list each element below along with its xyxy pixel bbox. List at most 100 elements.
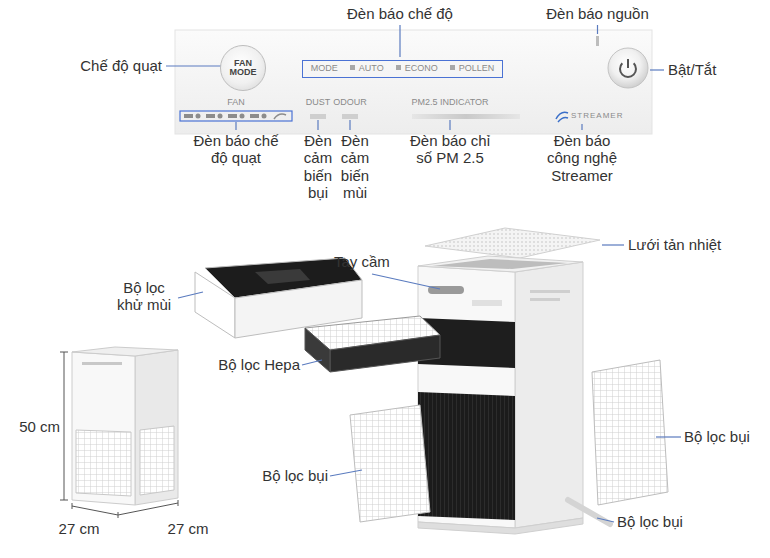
callout-label: Đèn báo chế độ: [335, 5, 465, 22]
leader-line: [597, 25, 598, 34]
purifier-body: [472, 300, 502, 306]
odour-led: [342, 114, 358, 119]
hepa-filter: [305, 328, 330, 372]
callout-label: Bộ lọc bụi: [617, 513, 699, 530]
streamer-logo: [556, 112, 568, 122]
leader-line: [178, 245, 681, 522]
callout-label: Đèn báo chế độ quạt: [189, 132, 283, 167]
control-panel: [175, 30, 652, 134]
purifier-small: [82, 362, 122, 365]
purifier-body: [418, 266, 515, 528]
dust-filter-left: [350, 405, 430, 522]
power-button: [608, 48, 648, 88]
callout-label: Bộ lọc khử mùi: [112, 279, 176, 314]
leader-line: [166, 65, 221, 66]
dust-led: [310, 114, 326, 119]
dust-filter-strip: [568, 500, 610, 524]
panel-print: DUST: [302, 97, 334, 107]
fan-indicator-row: [180, 111, 292, 121]
purifier-small: [76, 430, 131, 496]
mode-label: MODE: [311, 64, 338, 74]
hepa-filter: [305, 316, 440, 372]
fan-indicator-row: [206, 114, 215, 118]
leader-line: [399, 25, 400, 57]
purifier-small: [140, 426, 174, 495]
panel-print: PM2.5 INDICATOR: [400, 97, 500, 107]
purifier-body: [418, 518, 583, 534]
callout-label: Bộ lọc bụi: [246, 467, 328, 484]
leader-line: [650, 69, 664, 70]
leader-line: [302, 360, 322, 365]
mode-label: AUTO: [350, 64, 384, 74]
leader-line: [602, 244, 624, 245]
callout-label: Chế độ quạt: [30, 57, 162, 74]
leader-line: [372, 274, 440, 289]
callout-label: Đèn cảm biến mùi: [336, 132, 374, 201]
dimension-label: 50 cm: [8, 418, 60, 435]
power-led: [596, 36, 599, 46]
purifier-body: [418, 256, 583, 272]
dimension-label: 27 cm: [158, 520, 218, 537]
callout-label: Bộ lọc bụi: [684, 428, 766, 445]
button-label: FAN MODE: [225, 59, 261, 77]
purifier-body: [530, 298, 560, 301]
callout-label: Lưới tản nhiệt: [628, 236, 760, 253]
dust-filter-right: [592, 360, 668, 505]
fan-indicator-row: [196, 114, 201, 119]
fan-indicator-row: [184, 114, 193, 118]
dimension-line: [72, 503, 178, 515]
fan-mode-button: FAN MODE: [220, 45, 266, 91]
leader-line: [581, 124, 582, 130]
leader-line: [317, 120, 318, 130]
fan-indicator-row: [262, 114, 267, 119]
dimension-line: [60, 352, 178, 518]
panel-print: STREAMER: [571, 111, 633, 120]
callout-label: Đèn báo chỉ số PM 2.5: [400, 132, 500, 167]
control-panel: [175, 30, 652, 134]
hepa-filter: [330, 335, 440, 372]
panel-print: ODOUR: [332, 97, 368, 107]
dimension-line: [72, 500, 178, 518]
purifier-body: [432, 259, 568, 269]
leader-line: [349, 120, 350, 130]
leader-line: [178, 292, 203, 298]
dimension-label: 27 cm: [50, 520, 108, 537]
fan-indicator-row: [250, 114, 259, 118]
callout-label: Tay cầm: [334, 253, 410, 270]
callout-label: Bộ lọc Hepa: [200, 356, 300, 373]
leader-line: [166, 25, 664, 130]
callout-label: Đèn báo công nghệ Streamer: [542, 132, 622, 184]
callout-label: Đèn cảm biến bụi: [299, 132, 337, 201]
leader-line: [330, 470, 362, 476]
purifier-body: [418, 392, 515, 520]
odour-filter: [255, 269, 310, 284]
mode-label: POLLEN: [450, 64, 495, 74]
purifier-small: [135, 350, 178, 505]
odour-filter: [195, 272, 235, 338]
fan-indicator-row: [274, 114, 286, 119]
pm25-bar: [412, 114, 520, 119]
purifier-body: [515, 262, 583, 528]
power-icon: [627, 59, 629, 68]
leader-line: [656, 436, 681, 437]
callout-label: Đèn báo nguồn: [535, 5, 660, 22]
leader-line: [597, 518, 614, 522]
fan-indicator-row: [240, 114, 245, 119]
dimension-line: [60, 352, 68, 500]
purifier-small: [72, 352, 135, 505]
mode-indicator-box: MODE AUTO ECONO POLLEN: [302, 60, 503, 78]
panel-print: FAN: [218, 97, 254, 107]
fan-indicator-row: [180, 111, 292, 121]
callout-label: Bật/Tắt: [668, 61, 748, 78]
purifier-small: [72, 347, 178, 505]
fan-indicator-row: [228, 114, 237, 118]
mode-label: ECONO: [396, 64, 438, 74]
fan-indicator-row: [218, 114, 223, 119]
purifier-body: [418, 256, 583, 534]
purifier-small: [72, 347, 178, 356]
leader-line: [449, 120, 450, 130]
